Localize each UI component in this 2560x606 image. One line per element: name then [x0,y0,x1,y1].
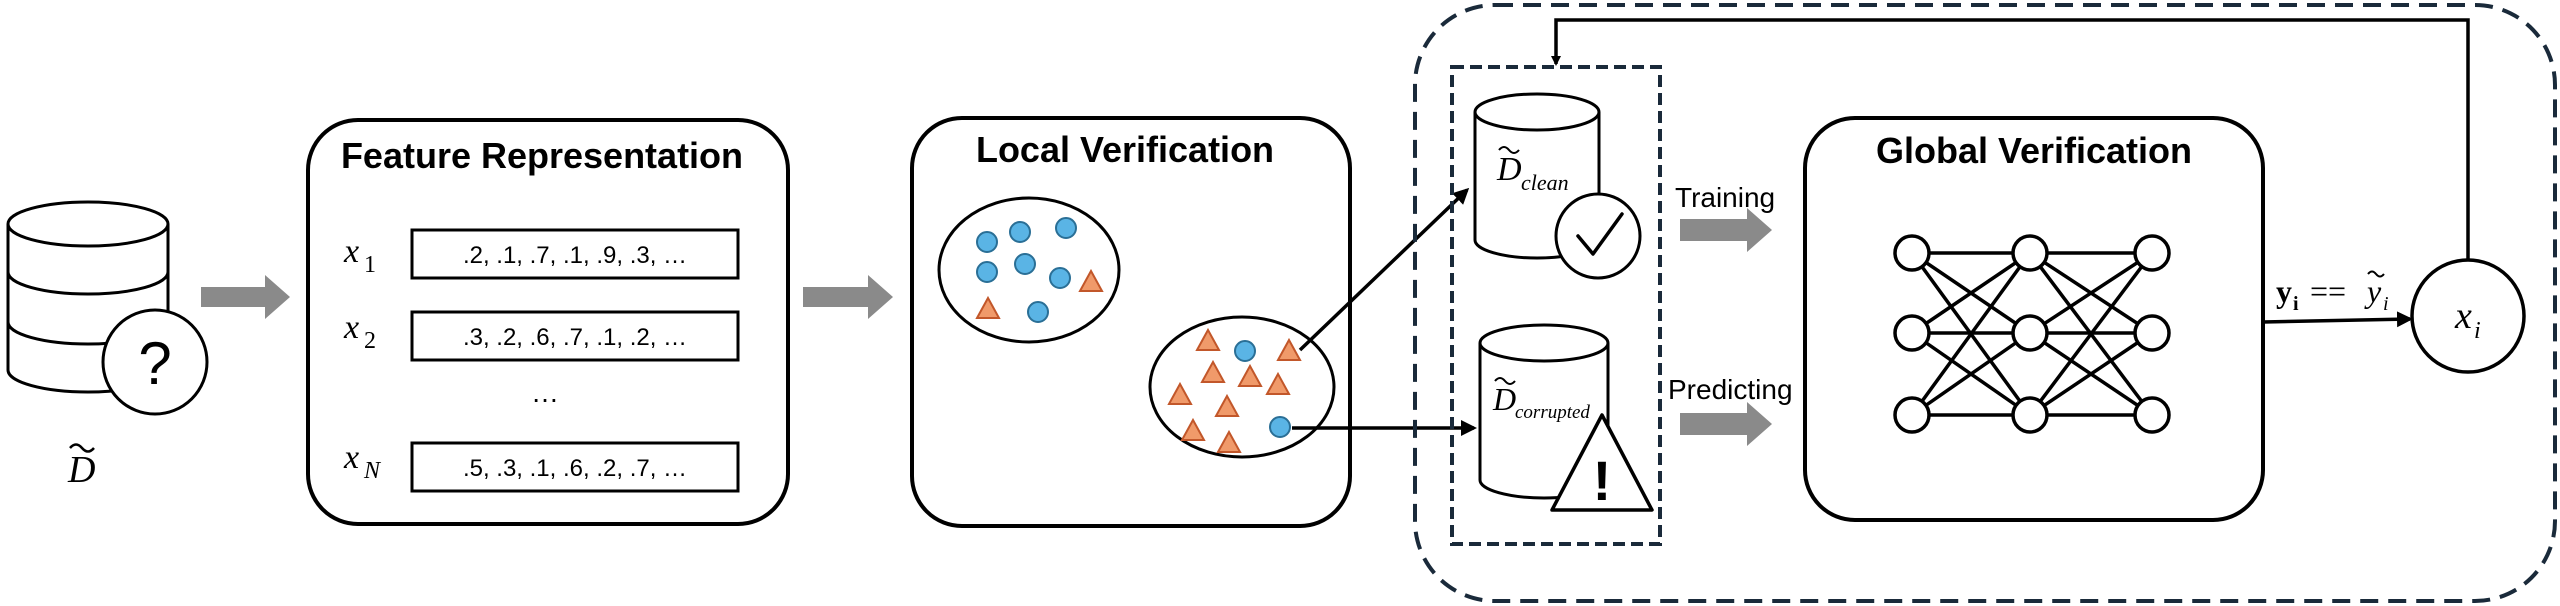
sample-var: x [2454,295,2472,337]
feature-sub: 2 [364,328,376,354]
network-node [2011,396,2049,434]
blue-point [1014,253,1036,275]
blue-point [976,231,998,253]
question-badge-icon: ? [101,308,209,416]
feature-row: x N .5, .3, .1, .6, .2, .7, … [343,439,740,493]
check-rhs: y [2364,273,2382,309]
network-node [2133,314,2171,352]
blue-point [1269,416,1291,438]
feedback-loop-arrow [1551,18,2470,260]
predicting-arrow [1680,402,1772,446]
network-node [1893,396,1931,434]
corrupted-dataset-symbol: D [1492,381,1516,417]
network-node [1893,314,1931,352]
orange-point [1216,429,1242,453]
check-badge-icon [1554,192,1642,280]
orange-point [1200,359,1226,383]
corrupted-dataset-sub: corrupted [1515,402,1590,423]
feature-row: x 2 .3, .2, .6, .7, .1, .2, … [343,309,740,362]
blue-point [1009,221,1031,243]
blue-point [1055,217,1077,239]
network-node [2011,314,2049,352]
predicting-label: Predicting [1668,374,1793,405]
network-node [2011,234,2049,272]
feature-sub: N [363,458,382,484]
clean-split-arrow [1298,187,1470,352]
question-mark: ? [138,330,171,397]
noisy-cluster-points [1167,327,1302,453]
orange-point [1167,381,1193,405]
feature-representation-title: Feature Representation [341,135,743,176]
orange-point [1195,327,1221,351]
tilde-mark [1498,146,1520,154]
blue-point [1234,340,1256,362]
blue-point [1049,267,1071,289]
prediction-check: y i == y i [2276,270,2389,315]
output-arrow [2262,311,2413,328]
dataset-label: D [67,443,95,491]
check-lhs: y [2276,273,2292,309]
tilde-mark [69,443,95,453]
tilde-mark [2367,270,2385,278]
feature-row: x 1 .2, .1, .7, .1, .9, .3, … [343,228,740,280]
feature-vector-text: .5, .3, .1, .6, .2, .7, … [463,455,687,482]
tilde-mark [1494,377,1516,385]
training-arrow [1680,208,1772,252]
feature-vector-text: .3, .2, .6, .7, .1, .2, … [463,324,687,351]
check-operator: == [2310,273,2346,309]
network-node [2133,234,2171,272]
feature-var: x [343,233,359,270]
blue-point [1027,301,1049,323]
network-node [1893,234,1931,272]
iteration-frame [1413,3,2557,603]
feature-sub: 1 [364,252,376,278]
flow-arrow-1 [201,275,290,319]
feature-vector-box [410,441,740,493]
clean-dataset-sub: clean [1521,170,1569,195]
clean-dataset-symbol: D [1496,151,1522,188]
check-lhs-sub: i [2293,293,2299,315]
check-rhs-sub: i [2383,293,2389,315]
training-label: Training [1675,182,1775,213]
feature-var: x [343,439,359,476]
feature-var: x [343,309,359,346]
feature-vector-box [410,228,740,280]
feature-vector-text: .2, .1, .7, .1, .9, .3, … [463,242,687,269]
network-nodes [1893,234,2171,434]
flow-arrow-2 [803,275,893,319]
sample-sub: i [2474,318,2481,344]
network-node [2133,396,2171,434]
warning-mark: ! [1593,449,1612,512]
orange-point [1078,268,1104,292]
orange-point [1180,417,1206,441]
dataset-symbol: D [67,449,95,491]
warning-triangle-icon: ! [1550,413,1654,512]
feature-vector-box [410,310,740,362]
corrupted-database-icon [1478,323,1610,500]
global-verification-title: Global Verification [1876,130,2192,171]
neural-network [1893,234,2171,434]
feature-ellipsis: … [531,377,559,408]
local-verification-title: Local Verification [976,129,1274,170]
orange-point [1276,337,1302,361]
orange-point [975,295,1001,319]
clean-cluster-points [975,217,1104,323]
network-connections [1910,251,2154,417]
orange-point [1214,393,1240,417]
orange-point [1265,371,1291,395]
blue-point [976,261,998,283]
orange-point [1237,363,1263,387]
